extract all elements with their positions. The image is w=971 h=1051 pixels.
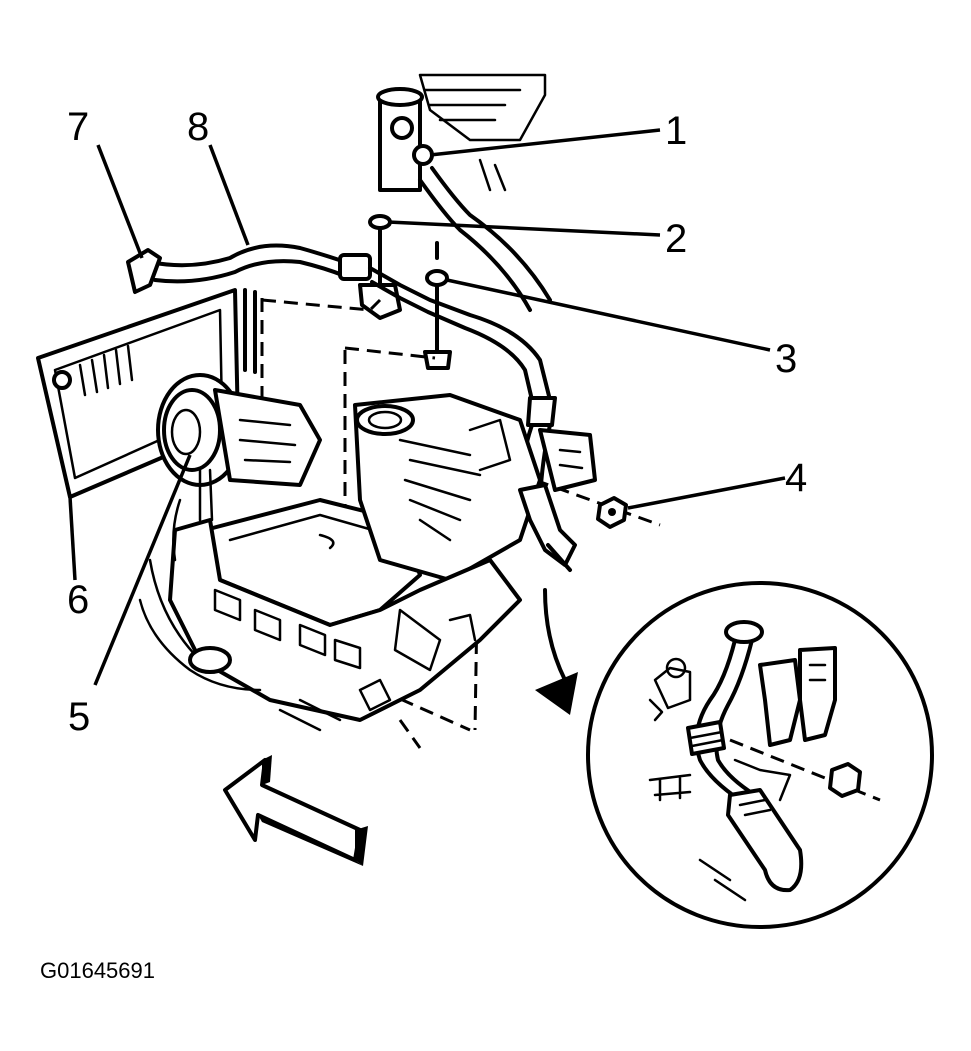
front-direction-arrow: [223, 755, 368, 866]
engine-drawing: [138, 373, 597, 732]
nut-4-drawing: [596, 496, 628, 529]
callout-3: 3: [775, 337, 797, 381]
callout-5: 5: [68, 695, 90, 739]
callout-6: 6: [67, 578, 89, 622]
detail-view-circle: [586, 581, 934, 929]
callout-8: 8: [187, 105, 209, 149]
callout-7: 7: [67, 105, 89, 149]
callout-4: 4: [785, 456, 807, 500]
callout-1: 1: [665, 109, 687, 153]
bolt-3-drawing: [423, 241, 452, 370]
figure-code: G01645691: [40, 958, 155, 983]
accumulator-drawing: [376, 73, 552, 312]
leader-lines: [68, 128, 786, 686]
callout-2: 2: [665, 217, 687, 261]
detail-pointer-arrow: [535, 588, 578, 715]
